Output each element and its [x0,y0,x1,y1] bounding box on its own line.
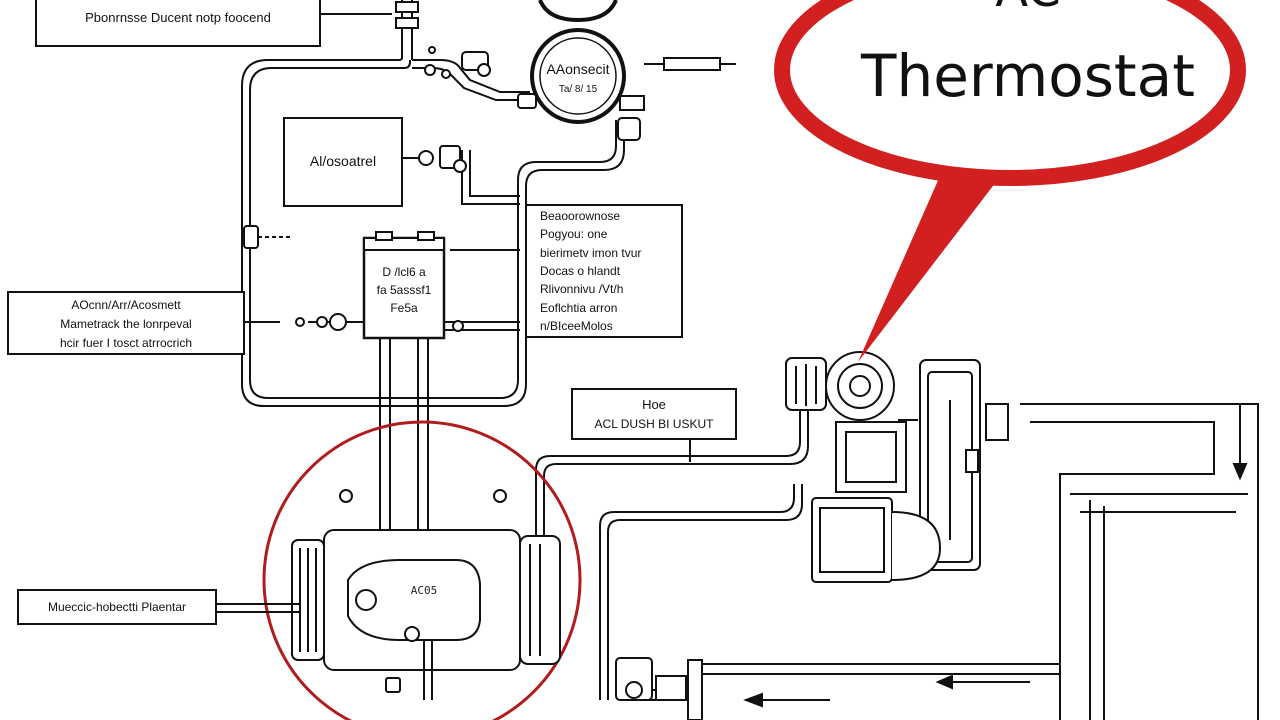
flow-arrow-icon [743,404,1248,708]
left-control-box: Al/osoatrel [283,117,467,207]
left-control-label: Al/osoatrel [310,153,376,169]
bottom-receiver [615,657,703,720]
pipe-fittings-top [395,1,537,109]
top-label-text: Pbonrnsse Ducent notp foocend [85,10,271,25]
thermostat-callout: AC Thermostat [774,0,1246,362]
refrigerant-loop-right [535,403,1259,720]
left-note-line-1: AOcnn/Arr/Acosmett [71,298,181,312]
top-gauge-partial [538,0,618,23]
bottom-left-label-box: Mueccic-hobectti Plaentar [17,589,300,625]
spec-line-3: bierimetv imon tvur [540,246,641,260]
upper-gauge-sublabel: Ta/ 8/ 15 [559,84,598,95]
condenser-coil-icon [919,359,1009,571]
spec-line-2: Pogyou: one [540,227,608,241]
spec-line-6: Eoflchtia arron [540,301,617,315]
center-receiver-block: D /lcl6 a fa 5asssf1 Fe5a [295,231,464,340]
hose-line-1: Hoe [642,397,666,412]
compressor-icon: AC05 [262,420,582,720]
spec-line-5: Rlivonnivu /Vt/h [540,282,623,296]
callout-title: Thermostat [860,42,1195,110]
thermostat-blower [785,351,942,583]
center-line-1: D /lcl6 a [382,265,426,279]
center-line-3: Fe5a [390,301,418,315]
hose-line-2: ACL DUSH BI USKUT [595,417,715,431]
right-spec-box: Beaoorownose Pogyou: one bierimetv imon … [525,204,683,338]
left-note-line-2: Mametrack the lonrpeval [60,317,191,331]
left-note-line-3: hcir fuer I tosct atrrocrich [60,336,192,350]
callout-top-line: AC [995,0,1061,18]
upper-pressure-gauge: AAonsecit Ta/ 8/ 15 [530,28,645,141]
compressor-plate-text: AC05 [411,584,438,597]
left-thermostat-note-box: AOcnn/Arr/Acosmett Mametrack the lonrpev… [7,291,280,355]
fitting-right [644,57,736,71]
valve-icon [243,225,290,249]
hose-label-box: Hoe ACL DUSH BI USKUT [571,388,737,462]
center-line-2: fa 5asssf1 [377,283,432,297]
top-label-box: Pbonrnsse Ducent notp foocend [35,0,392,47]
bottom-left-label-text: Mueccic-hobectti Plaentar [48,600,186,614]
spec-line-1: Beaoorownose [540,209,620,223]
spec-line-7: n/BIceeMolos [540,319,613,333]
spec-line-4: Docas o hlandt [540,264,621,278]
upper-gauge-label: AAonsecit [546,61,609,77]
